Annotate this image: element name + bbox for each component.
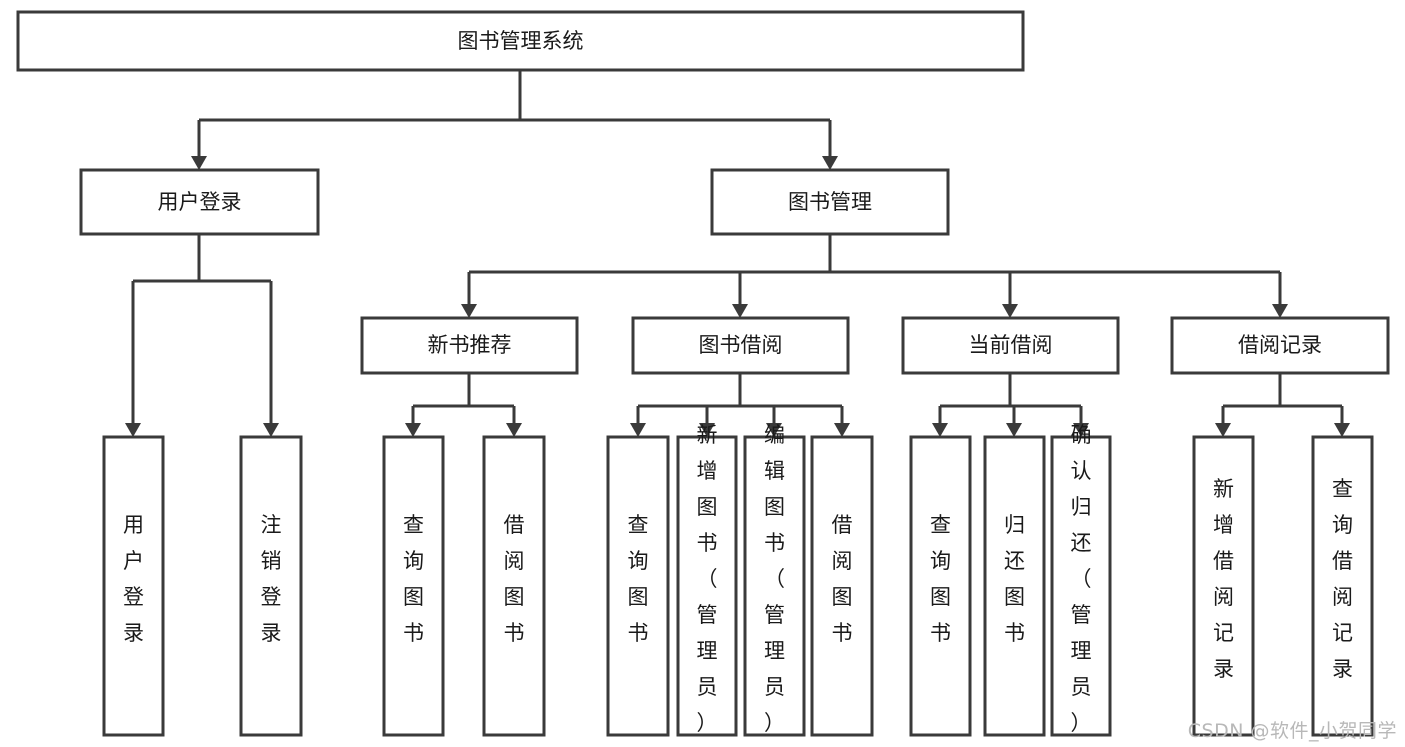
node-borrow-record-label: 借阅记录 [1238, 333, 1322, 357]
node-leaf-query-book-3-box[interactable] [909, 435, 972, 737]
connector-book-manage-bus [467, 234, 1282, 304]
node-leaf-query-book-3[interactable]: 查询图书 [909, 435, 972, 737]
arrowhead-book-manage [822, 156, 838, 170]
node-leaf-return-book-label: 归还图书 [1004, 513, 1025, 645]
node-leaf-edit-book-box[interactable] [743, 435, 806, 737]
connector-new-book-rec-bus [411, 373, 516, 423]
node-leaf-logout-label: 注销登录 [261, 513, 282, 645]
node-leaf-query-book-1-box[interactable] [382, 435, 445, 737]
arrowhead-current-borrow [1002, 304, 1018, 318]
connector-borrow-record-bus [1221, 373, 1344, 423]
node-leaf-borrow-book-1-box[interactable] [482, 435, 546, 737]
node-leaf-query-record-box[interactable] [1311, 435, 1374, 737]
node-leaf-add-record[interactable]: 新增借阅记录 [1192, 435, 1255, 737]
node-leaf-query-book-2[interactable]: 查询图书 [606, 435, 670, 737]
node-leaf-query-book-2-label: 查询图书 [628, 513, 649, 645]
node-borrow-record-box[interactable] [1170, 316, 1390, 375]
node-new-book-rec-label: 新书推荐 [428, 333, 512, 357]
node-leaf-edit-book-label: 编辑图书（管理员） [764, 423, 785, 735]
node-leaf-query-book-3-label: 查询图书 [930, 513, 951, 645]
node-leaf-query-book-2-box[interactable] [606, 435, 670, 737]
arrowhead-leaf-confirm-return [1073, 423, 1089, 437]
node-leaf-borrow-book-1-label: 借阅图书 [504, 513, 525, 645]
node-leaf-confirm-return[interactable]: 确认归还（管理员） [1050, 423, 1112, 737]
arrowhead-leaf-borrow-book-2 [834, 423, 850, 437]
arrowhead-leaf-user-login [125, 423, 141, 437]
node-leaf-query-book-1[interactable]: 查询图书 [382, 435, 445, 737]
node-new-book-rec[interactable]: 新书推荐 [360, 316, 579, 375]
arrowhead-leaf-query-book-2 [630, 423, 646, 437]
arrowhead-leaf-return-book [1006, 423, 1022, 437]
node-book-manage-label: 图书管理 [788, 190, 872, 214]
node-leaf-borrow-book-2-box[interactable] [810, 435, 874, 737]
node-user-login[interactable]: 用户登录 [79, 168, 320, 236]
node-root[interactable]: 图书管理系统 [16, 10, 1025, 72]
node-leaf-user-login-label: 用户登录 [123, 513, 144, 645]
node-leaf-add-book[interactable]: 新增图书（管理员） [676, 423, 738, 737]
leaf-node-layer: 用户登录 注销登录 查询图书 借阅图书 查询图书 新增图书（管理员） [102, 423, 1374, 737]
node-borrow-record[interactable]: 借阅记录 [1170, 316, 1390, 375]
node-new-book-rec-box[interactable] [360, 316, 579, 375]
node-leaf-query-book-1-label: 查询图书 [403, 513, 424, 645]
node-leaf-borrow-book-2-label: 借阅图书 [832, 513, 853, 645]
node-book-manage[interactable]: 图书管理 [710, 168, 950, 236]
node-leaf-confirm-return-label: 确认归还（管理员） [1071, 423, 1092, 735]
node-leaf-logout[interactable]: 注销登录 [239, 435, 303, 737]
node-leaf-add-record-box[interactable] [1192, 435, 1255, 737]
node-leaf-user-login-box[interactable] [102, 435, 165, 737]
node-leaf-query-record[interactable]: 查询借阅记录 [1311, 435, 1374, 737]
node-leaf-query-record-label: 查询借阅记录 [1332, 477, 1353, 681]
arrowhead-leaf-borrow-book-1 [506, 423, 522, 437]
node-leaf-return-book-box[interactable] [983, 435, 1046, 737]
node-leaf-add-book-box[interactable] [676, 435, 738, 737]
arrowhead-leaf-edit-book [766, 423, 782, 437]
node-leaf-add-record-label: 新增借阅记录 [1213, 477, 1234, 681]
node-current-borrow-label: 当前借阅 [969, 333, 1053, 357]
arrowhead-book-borrow [732, 304, 748, 318]
arrowhead-leaf-add-book [699, 423, 715, 437]
connector-layer [125, 70, 1350, 437]
arrowhead-borrow-record [1272, 304, 1288, 318]
node-leaf-confirm-return-box[interactable] [1050, 435, 1112, 737]
arrowhead-user-login [191, 156, 207, 170]
node-user-login-box[interactable] [79, 168, 320, 236]
node-book-borrow[interactable]: 图书借阅 [631, 316, 850, 375]
node-leaf-borrow-book-2[interactable]: 借阅图书 [810, 435, 874, 737]
connector-current-borrow-bus [938, 373, 1083, 423]
node-book-borrow-box[interactable] [631, 316, 850, 375]
node-root-box[interactable] [16, 10, 1025, 72]
connector-root-bus [197, 70, 830, 156]
node-book-manage-box[interactable] [710, 168, 950, 236]
connector-book-borrow-bus [636, 373, 844, 423]
arrowhead-leaf-query-book-3 [932, 423, 948, 437]
connector-user-login-bus [131, 234, 273, 423]
node-leaf-return-book[interactable]: 归还图书 [983, 435, 1046, 737]
arrowhead-leaf-query-book-1 [405, 423, 421, 437]
arrowhead-leaf-add-record [1215, 423, 1231, 437]
arrowhead-leaf-query-record [1334, 423, 1350, 437]
arrowhead-leaf-logout [263, 423, 279, 437]
node-root-label: 图书管理系统 [458, 29, 584, 53]
arrowhead-new-book-rec [461, 304, 477, 318]
node-leaf-logout-box[interactable] [239, 435, 303, 737]
node-leaf-borrow-book-1[interactable]: 借阅图书 [482, 435, 546, 737]
node-current-borrow-box[interactable] [901, 316, 1120, 375]
node-leaf-add-book-label: 新增图书（管理员） [697, 423, 718, 735]
node-leaf-edit-book[interactable]: 编辑图书（管理员） [743, 423, 806, 737]
node-user-login-label: 用户登录 [158, 190, 242, 214]
node-current-borrow[interactable]: 当前借阅 [901, 316, 1120, 375]
node-book-borrow-label: 图书借阅 [699, 333, 783, 357]
node-leaf-user-login[interactable]: 用户登录 [102, 435, 165, 737]
